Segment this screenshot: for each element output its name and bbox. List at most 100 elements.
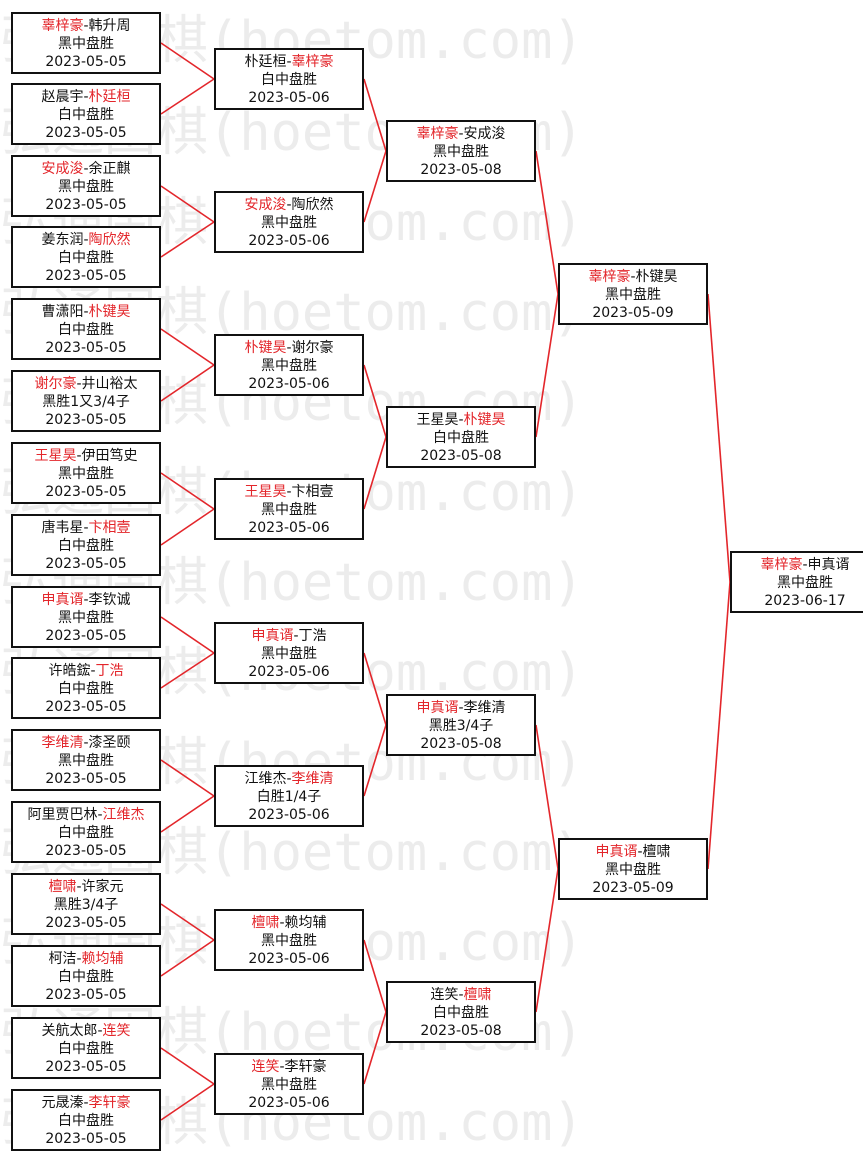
separator: - xyxy=(293,628,299,644)
match-date: 2023-05-05 xyxy=(45,54,127,70)
bracket-connector xyxy=(535,150,559,295)
players: 安成浚-余正麒 xyxy=(13,160,159,178)
bracket-connector xyxy=(160,185,215,223)
match-date: 2023-05-06 xyxy=(248,951,330,967)
match-date: 2023-05-06 xyxy=(248,664,330,680)
match-date: 2023-05-09 xyxy=(592,880,674,896)
players: 辜梓豪-安成浚 xyxy=(388,125,534,143)
bracket-connector xyxy=(160,328,215,366)
white-player: 丁浩 xyxy=(95,663,124,679)
white-player: 朴廷桓 xyxy=(88,89,131,105)
separator: - xyxy=(83,18,89,34)
separator: - xyxy=(458,987,464,1003)
separator: - xyxy=(76,448,82,464)
white-player: 李钦诚 xyxy=(88,592,131,608)
white-player: 朴键昊 xyxy=(635,269,678,285)
bracket-connector xyxy=(363,1011,387,1085)
match-result: 白中盘胜 xyxy=(58,322,114,338)
black-player: 檀啸 xyxy=(251,915,280,931)
white-player: 卞相壹 xyxy=(291,484,334,500)
white-player: 李维清 xyxy=(463,700,506,716)
match-result: 黑中盘胜 xyxy=(777,575,833,591)
players: 申真谞-李维清 xyxy=(388,699,534,717)
players: 阿里贾巴林-江维杰 xyxy=(13,806,159,824)
match-date: 2023-05-05 xyxy=(45,915,127,931)
players: 元晟溱-李轩豪 xyxy=(13,1094,159,1112)
black-player: 申真谞 xyxy=(416,700,459,716)
black-player: 檀啸 xyxy=(48,879,77,895)
match-result: 白中盘胜 xyxy=(58,969,114,985)
match-date: 2023-05-05 xyxy=(45,556,127,572)
separator: - xyxy=(76,376,82,392)
match-result: 黑胜3/4子 xyxy=(428,718,494,734)
match-result: 白中盘胜 xyxy=(58,250,114,266)
match-result: 白中盘胜 xyxy=(58,107,114,123)
black-player: 辜梓豪 xyxy=(416,126,459,142)
players: 安成浚-陶欣然 xyxy=(216,196,362,214)
players: 辜梓豪-申真谞 xyxy=(732,556,863,574)
white-player: 陶欣然 xyxy=(291,197,334,213)
match-date: 2023-05-05 xyxy=(45,1131,127,1147)
black-player: 关航太郎 xyxy=(41,1023,98,1039)
players: 姜东润-陶欣然 xyxy=(13,231,159,249)
bracket-connector xyxy=(535,293,559,438)
bracket-connector xyxy=(160,1047,215,1085)
black-player: 柯洁 xyxy=(48,951,77,967)
match-result: 黑中盘胜 xyxy=(58,179,114,195)
players: 朴廷桓-辜梓豪 xyxy=(216,53,362,71)
match-date: 2023-05-05 xyxy=(45,125,127,141)
separator: - xyxy=(83,161,89,177)
black-player: 阿里贾巴林 xyxy=(27,807,98,823)
separator: - xyxy=(76,879,82,895)
white-player: 余正麒 xyxy=(88,161,131,177)
separator: - xyxy=(286,54,292,70)
players: 曹潇阳-朴键昊 xyxy=(13,303,159,321)
match-result: 白中盘胜 xyxy=(58,681,114,697)
match-result: 黑中盘胜 xyxy=(261,933,317,949)
match-date: 2023-05-06 xyxy=(248,807,330,823)
bracket-connector xyxy=(160,472,215,510)
match-date: 2023-05-06 xyxy=(248,233,330,249)
white-player: 陶欣然 xyxy=(88,232,131,248)
black-player: 辜梓豪 xyxy=(588,269,631,285)
match-card: 辜梓豪-申真谞黑中盘胜 2023-06-17 xyxy=(730,551,863,613)
match-result: 黑中盘胜 xyxy=(58,753,114,769)
black-player: 王星昊 xyxy=(244,484,287,500)
match-date: 2023-05-08 xyxy=(420,162,502,178)
separator: - xyxy=(83,735,89,751)
separator: - xyxy=(286,197,292,213)
match-result: 黑胜3/4子 xyxy=(53,897,119,913)
white-player: 李轩豪 xyxy=(88,1095,131,1111)
separator: - xyxy=(630,269,636,285)
white-player: 檀啸 xyxy=(463,987,492,1003)
bracket-connector xyxy=(363,78,387,152)
players: 李维清-漆圣颐 xyxy=(13,734,159,752)
players: 檀啸-许家元 xyxy=(13,878,159,896)
black-player: 辜梓豪 xyxy=(760,557,803,573)
match-date: 2023-06-17 xyxy=(764,593,846,609)
match-date: 2023-05-05 xyxy=(45,771,127,787)
players: 申真谞-丁浩 xyxy=(216,627,362,645)
bracket-connector xyxy=(160,508,215,546)
match-date: 2023-05-05 xyxy=(45,412,127,428)
bracket-connector xyxy=(535,868,559,1013)
match-result: 黑中盘胜 xyxy=(261,215,317,231)
match-date: 2023-05-05 xyxy=(45,843,127,859)
players: 申真谞-檀啸 xyxy=(560,843,706,861)
players: 连笑-檀啸 xyxy=(388,986,534,1004)
match-result: 白胜1/4子 xyxy=(256,789,322,805)
match-result: 黑中盘胜 xyxy=(261,1077,317,1093)
bracket-connector xyxy=(160,903,215,941)
